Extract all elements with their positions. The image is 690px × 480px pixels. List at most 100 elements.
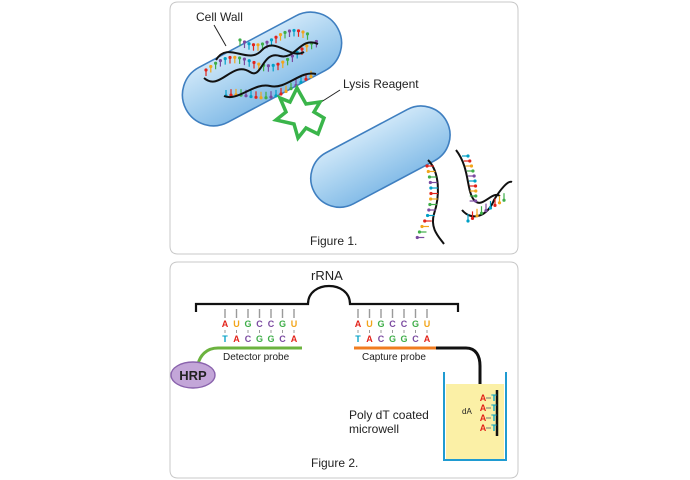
base-flag-dot xyxy=(286,57,290,61)
base-flag-dot xyxy=(423,219,427,223)
rna-base: G xyxy=(279,319,286,329)
base-flag-dot xyxy=(218,58,222,63)
hrp-label: HRP xyxy=(179,368,207,383)
base-flag-dot xyxy=(502,198,506,202)
base-flag-dot xyxy=(305,44,309,48)
base-flag-dot xyxy=(468,159,472,163)
base-flag-dot xyxy=(238,38,242,42)
detector-probe-line xyxy=(196,346,302,365)
base-flag-dot xyxy=(299,80,303,84)
base-flag-dot xyxy=(484,209,488,213)
rna-base: C xyxy=(401,319,408,329)
base-flag-dot xyxy=(427,175,432,179)
base-flag-dot xyxy=(276,62,280,66)
dt-base: T xyxy=(491,413,497,423)
rna-base: U xyxy=(366,319,373,329)
figure1-caption: Figure 1. xyxy=(310,234,357,248)
rna-base: A xyxy=(355,319,362,329)
base-flag-dot xyxy=(290,54,294,58)
base-flag-dot xyxy=(420,224,424,229)
base-flag-dot xyxy=(469,164,474,168)
rna-base: G xyxy=(377,319,384,329)
base-flag-dot xyxy=(209,64,213,69)
base-flag-dot xyxy=(301,30,305,34)
base-flag-dot xyxy=(204,68,208,72)
dt-base: T xyxy=(491,393,497,403)
base-flag-dot xyxy=(471,169,475,173)
rna-base: G xyxy=(412,319,419,329)
figure1-frame xyxy=(169,1,519,255)
base-flag-dot xyxy=(259,96,263,100)
rna-base: C xyxy=(256,319,263,329)
base-flag-dot xyxy=(429,197,433,201)
base-flag-dot xyxy=(474,194,478,198)
rna-base: U xyxy=(424,319,431,329)
base-flag-dot xyxy=(283,30,287,35)
figure2-frame xyxy=(169,261,519,479)
dna-strands-cell1 xyxy=(203,28,319,100)
probe-base: G xyxy=(389,334,396,344)
base-flag-dot xyxy=(279,92,283,96)
probe-base: A xyxy=(233,334,240,344)
base-flag-dot xyxy=(265,40,269,44)
rrna-label: rRNA xyxy=(311,268,343,283)
base-flag-dot xyxy=(278,33,283,37)
base-flag-dot xyxy=(475,214,479,218)
base-flag-dot xyxy=(238,56,242,60)
base-flag-dot xyxy=(493,203,497,207)
base-flag-dot xyxy=(417,230,422,234)
base-flag-dot xyxy=(260,42,265,46)
microwell-label-line1: Poly dT coated xyxy=(349,408,429,422)
base-flag-dot xyxy=(428,202,432,207)
probe-base: C xyxy=(245,334,252,344)
base-flag-dot xyxy=(427,208,431,212)
base-flag-dot xyxy=(274,94,278,98)
base-flag-dot xyxy=(305,32,310,36)
microwell-label-line2: microwell xyxy=(349,422,399,436)
rna-base: A xyxy=(222,319,229,329)
base-flag-dot xyxy=(292,28,296,33)
rrna-backbone xyxy=(194,284,460,312)
base-flag-dot xyxy=(233,55,237,59)
base-flag-dot xyxy=(223,57,227,61)
base-flag-dot xyxy=(429,186,433,190)
lysis-reagent-label: Lysis Reagent xyxy=(343,77,419,91)
probe-base: C xyxy=(378,334,385,344)
da-base: A xyxy=(480,393,487,403)
rna-base: G xyxy=(244,319,251,329)
probe-base: T xyxy=(222,334,228,344)
base-flag-dot xyxy=(473,179,477,183)
released-rna xyxy=(415,149,513,245)
figure1-panel: Cell Wall Lysis Reagent Figure 1. xyxy=(169,1,519,255)
probe-base: G xyxy=(256,334,263,344)
detector-probe-label: Detector probe xyxy=(223,352,290,363)
base-flag-dot xyxy=(281,60,285,64)
base-flag-dot xyxy=(249,94,253,99)
base-flag-dot xyxy=(247,42,251,46)
hrp-enzyme xyxy=(170,361,216,389)
base-flag-dot xyxy=(289,87,293,91)
da-base: A xyxy=(480,413,487,423)
base-flag-dot xyxy=(473,184,478,188)
capture-tail xyxy=(436,346,482,420)
lysis-reagent-molecule xyxy=(272,84,327,142)
base-flag-dot xyxy=(426,169,430,174)
base-flag-dot xyxy=(300,47,304,51)
base-flag-dot xyxy=(251,43,256,47)
base-flag-dot xyxy=(214,61,218,65)
base-flag-dot xyxy=(304,77,308,81)
base-flag-dot xyxy=(228,55,232,60)
base-flag-dot xyxy=(425,164,429,168)
base-flag-dot xyxy=(257,62,261,66)
base-flag-dot xyxy=(466,154,470,158)
base-flag-dot xyxy=(309,75,313,79)
base-flag-dot xyxy=(488,206,493,210)
base-flag-dot xyxy=(254,95,258,99)
dt-base: T xyxy=(491,403,497,413)
base-flag-dot xyxy=(497,201,502,205)
da-base: A xyxy=(480,423,487,433)
base-flag-dot xyxy=(264,96,268,100)
